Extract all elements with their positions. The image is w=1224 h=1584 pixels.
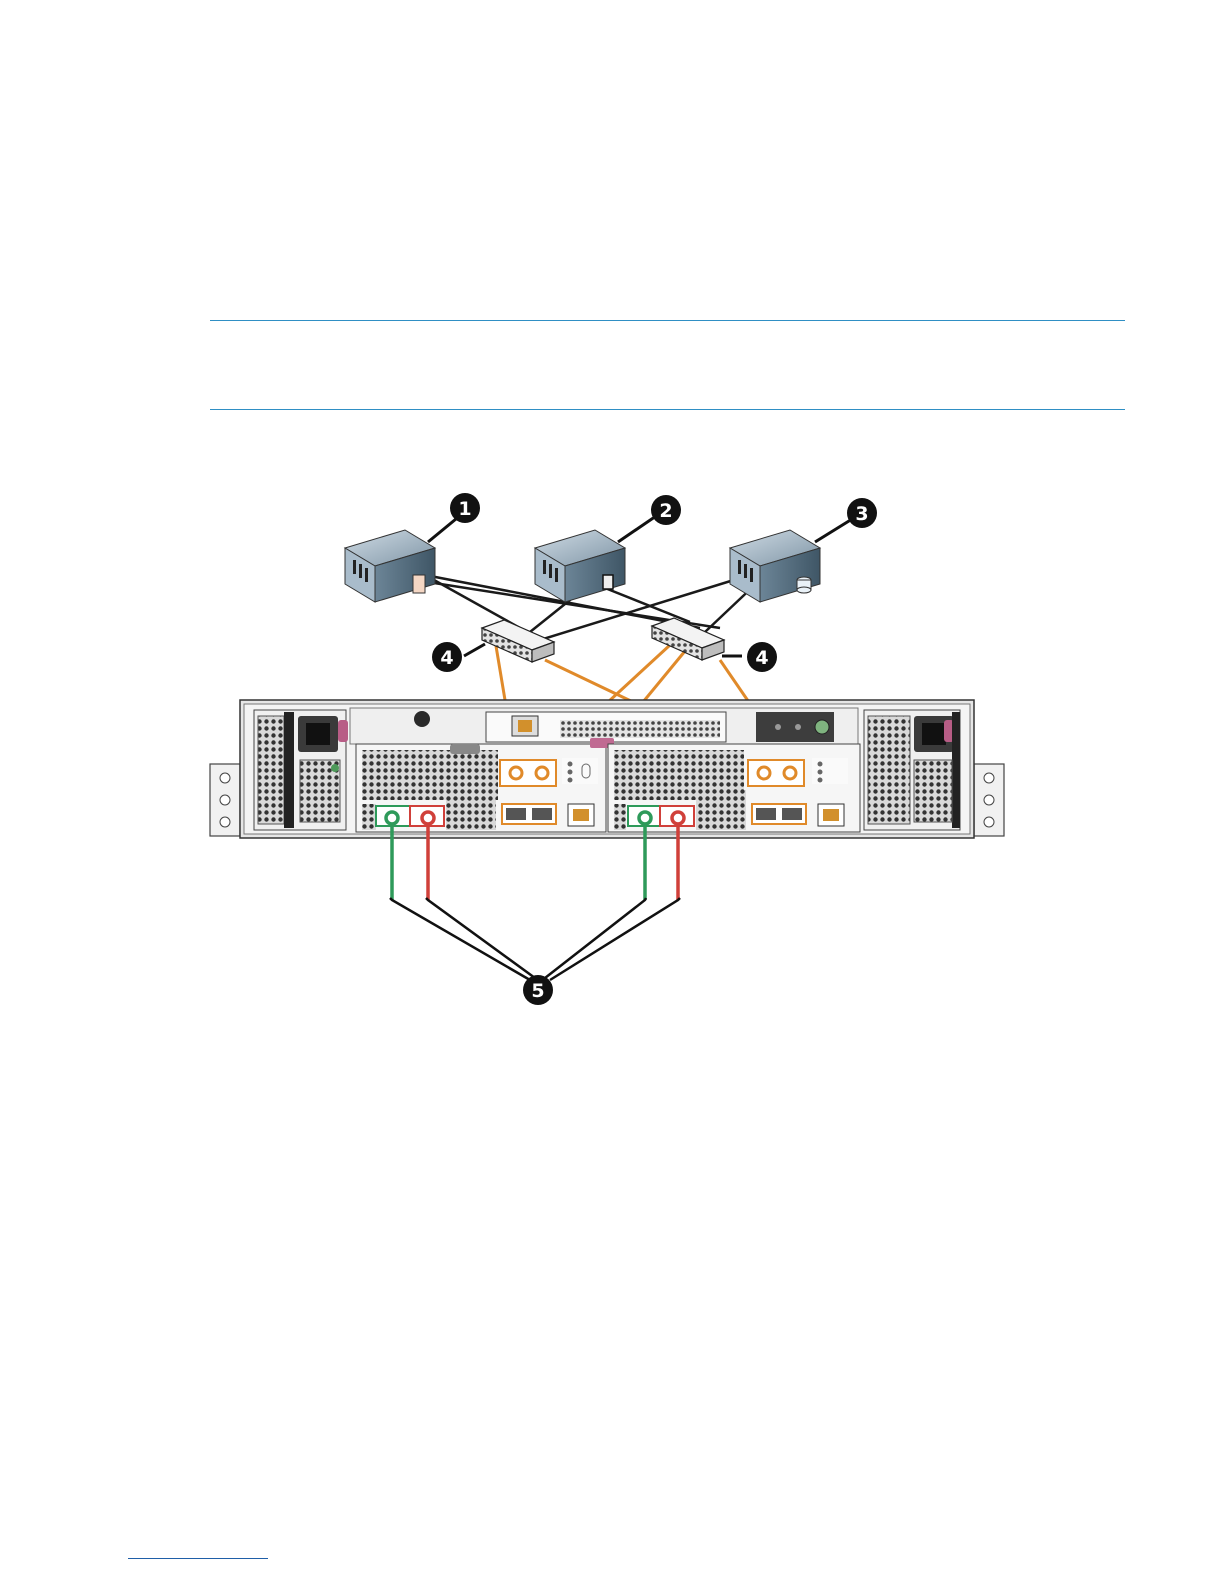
callout-2: 2 bbox=[651, 495, 681, 525]
svg-text:2: 2 bbox=[659, 500, 672, 522]
storage-enclosure-rear-icon bbox=[210, 700, 1004, 838]
callout-3: 3 bbox=[847, 498, 877, 528]
callout-4-left: 4 bbox=[432, 642, 462, 672]
callout-4-right: 4 bbox=[747, 642, 777, 672]
svg-text:3: 3 bbox=[855, 503, 868, 525]
callout-1: 1 bbox=[450, 493, 480, 523]
footer-rule bbox=[128, 1558, 268, 1559]
svg-text:5: 5 bbox=[531, 980, 544, 1002]
power-supply-icon bbox=[864, 710, 960, 830]
fc-switch-icon bbox=[482, 620, 554, 662]
cabling-diagram: 1 2 3 4 4 5 bbox=[200, 480, 1030, 1040]
svg-text:4: 4 bbox=[755, 647, 768, 669]
svg-text:1: 1 bbox=[458, 498, 471, 520]
power-supply-icon bbox=[254, 710, 348, 830]
note-rule-bottom bbox=[210, 409, 1125, 410]
svg-text:4: 4 bbox=[440, 647, 453, 669]
note-rule-top bbox=[210, 320, 1125, 321]
host-server-icon bbox=[345, 530, 435, 602]
callout-5: 5 bbox=[523, 975, 553, 1005]
host-server-icon bbox=[730, 530, 820, 602]
